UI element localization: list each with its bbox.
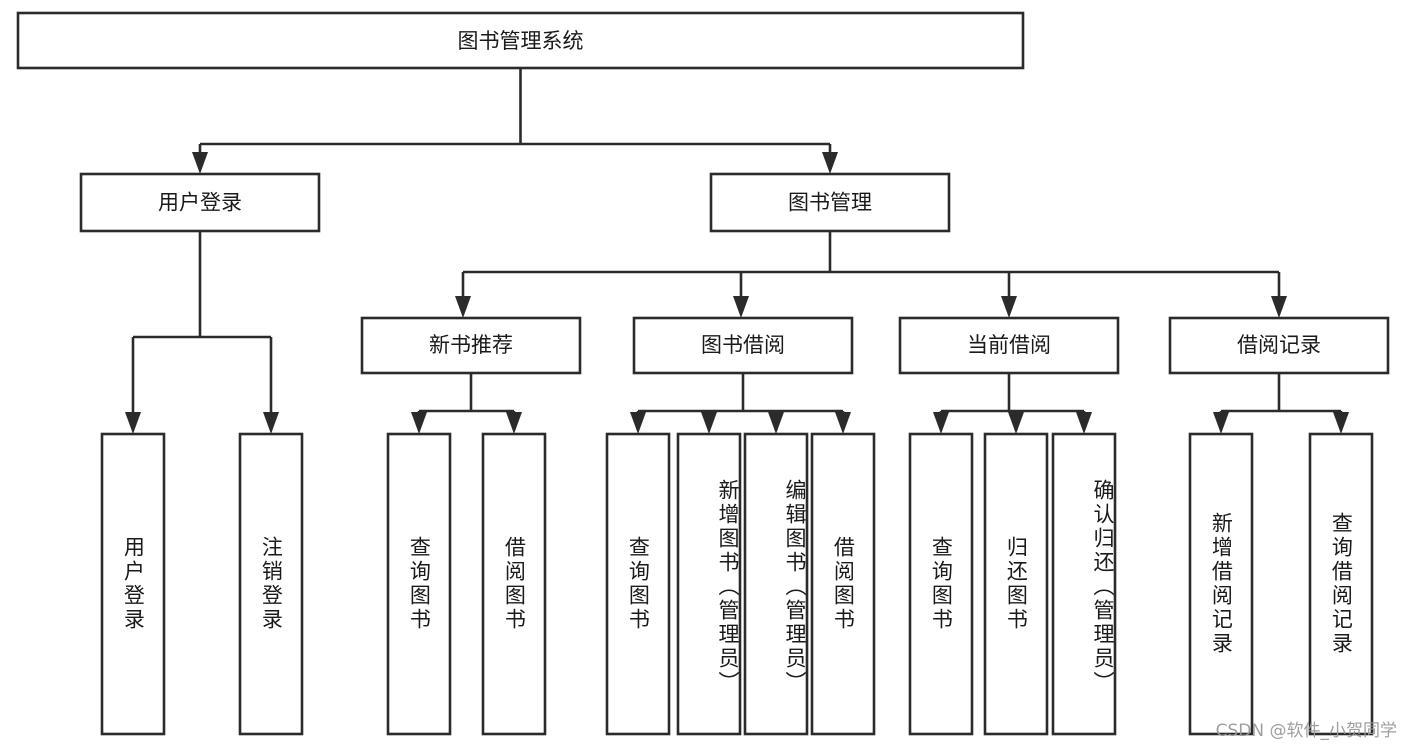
- connector-group-user-login: [125, 231, 279, 434]
- arrow-bm-to-current-icon: [1001, 296, 1017, 318]
- arrow-root-to-book-mgmt-icon: [822, 152, 838, 174]
- node-book-management[interactable]: [709, 172, 951, 233]
- arrow-borrow-leaf1-icon: [630, 412, 646, 434]
- arrow-bm-to-borrow-icon: [733, 296, 749, 318]
- arrow-user-login-leaf2-icon: [263, 412, 279, 434]
- node-borrowing-record[interactable]: [1168, 316, 1390, 375]
- connector-group-new-book: [411, 373, 522, 434]
- node-label-current-borrowing: 当前借阅: [967, 333, 1051, 357]
- arrow-borrow-leaf2-icon: [701, 412, 717, 434]
- arrow-bm-to-new-book-icon: [455, 296, 471, 318]
- connector-group-borrow: [630, 373, 851, 434]
- connector-group-record: [1213, 373, 1349, 434]
- arrow-newbook-leaf1-icon: [411, 412, 427, 434]
- arrow-current-leaf3-icon: [1076, 412, 1092, 434]
- node-leaf-add-borrow-record[interactable]: [1188, 432, 1254, 736]
- node-leaf-add-book-admin[interactable]: [676, 432, 742, 736]
- arrow-user-login-leaf1-icon: [125, 412, 141, 434]
- arrow-root-to-user-login-icon: [192, 152, 208, 174]
- arrow-record-leaf1-icon: [1213, 412, 1229, 434]
- node-leaf-return-book[interactable]: [983, 432, 1049, 736]
- node-leaf-query-borrow-record[interactable]: [1308, 432, 1374, 736]
- arrow-bm-to-record-icon: [1271, 296, 1287, 318]
- arrow-newbook-leaf2-icon: [506, 412, 522, 434]
- node-label-book-borrowing: 图书借阅: [701, 333, 785, 357]
- node-leaf-borrow-book-rec[interactable]: [481, 432, 547, 736]
- arrow-current-leaf2-icon: [1008, 412, 1024, 434]
- arrow-borrow-leaf3-icon: [768, 412, 784, 434]
- node-current-borrowing[interactable]: [898, 316, 1120, 375]
- node-leaf-edit-book-admin[interactable]: [743, 432, 809, 736]
- node-label-new-book-recommendation: 新书推荐: [429, 333, 513, 357]
- node-leaf-query-book-current[interactable]: [908, 432, 974, 736]
- node-book-management-system[interactable]: [16, 11, 1025, 70]
- node-leaf-query-book-rec[interactable]: [386, 432, 452, 736]
- connector-group-root: [192, 68, 838, 174]
- arrow-current-leaf1-icon: [933, 412, 949, 434]
- node-leaf-confirm-return-admin[interactable]: [1051, 432, 1117, 736]
- node-label-user-login: 用户登录: [158, 191, 242, 215]
- node-new-book-recommendation[interactable]: [360, 316, 582, 375]
- arrow-record-leaf2-icon: [1333, 412, 1349, 434]
- node-book-borrowing[interactable]: [632, 316, 854, 375]
- node-leaf-user-login[interactable]: [100, 432, 166, 736]
- node-leaf-borrow-book[interactable]: [810, 432, 876, 736]
- node-label-book-management: 图书管理: [788, 191, 872, 215]
- connector-group-current: [933, 373, 1092, 434]
- node-leaf-logout[interactable]: [238, 432, 304, 736]
- node-label-borrowing-record: 借阅记录: [1237, 333, 1321, 357]
- node-leaf-query-book-borrow[interactable]: [605, 432, 671, 736]
- watermark-text: CSDN @软件_小贺同学: [1215, 721, 1397, 741]
- connector-group-book-mgmt: [455, 231, 1287, 318]
- node-user-login[interactable]: [79, 172, 321, 233]
- arrow-borrow-leaf4-icon: [835, 412, 851, 434]
- node-label-book-management-system: 图书管理系统: [458, 29, 584, 53]
